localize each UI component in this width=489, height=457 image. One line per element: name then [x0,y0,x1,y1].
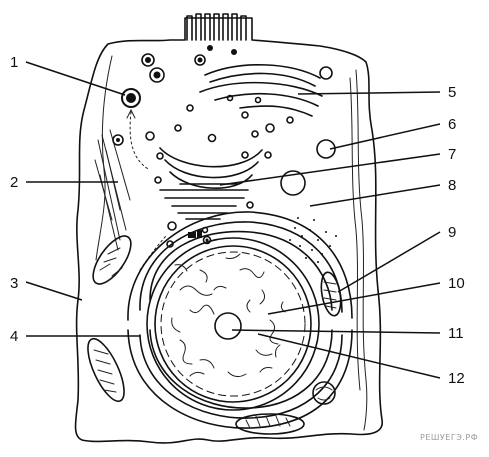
label-2: 2 [10,174,18,191]
mitochondrion-left-lower [81,334,131,406]
label-10: 10 [448,275,465,292]
label-5: 5 [448,84,456,101]
free-ribosomes [289,217,337,263]
nuclear-envelope-pore-ring [161,252,305,396]
label-7: 7 [448,146,456,163]
nucleus [147,238,319,410]
mitochondrion-left-upper [86,230,138,290]
cell-cortex-right [356,70,367,430]
secretory-vesicles [142,45,237,82]
endoplasmic-reticulum-upper [200,65,322,116]
vesicle-structure-1 [122,89,140,107]
transport-path [130,112,150,170]
label-6: 6 [448,116,456,133]
nucleolus [215,313,241,339]
label-11: 11 [448,325,464,342]
mitochondrion-right [318,271,343,317]
small-vesicles [113,67,332,159]
mitochondrion-bottom [236,414,304,434]
label-8: 8 [448,177,456,194]
leader-lines [26,62,440,378]
chromatin [172,254,285,377]
label-4: 4 [10,328,18,345]
nuclear-envelope-outer [147,238,319,410]
golgi-apparatus [160,148,262,219]
label-9: 9 [448,224,456,241]
lysosome-bottom-right [313,382,335,404]
nuclear-envelope-inner [155,246,311,402]
label-1: 1 [10,54,18,71]
watermark: РЕШУЕГЭ.РФ [420,433,478,442]
label-3: 3 [10,275,18,292]
label-12: 12 [448,370,465,387]
